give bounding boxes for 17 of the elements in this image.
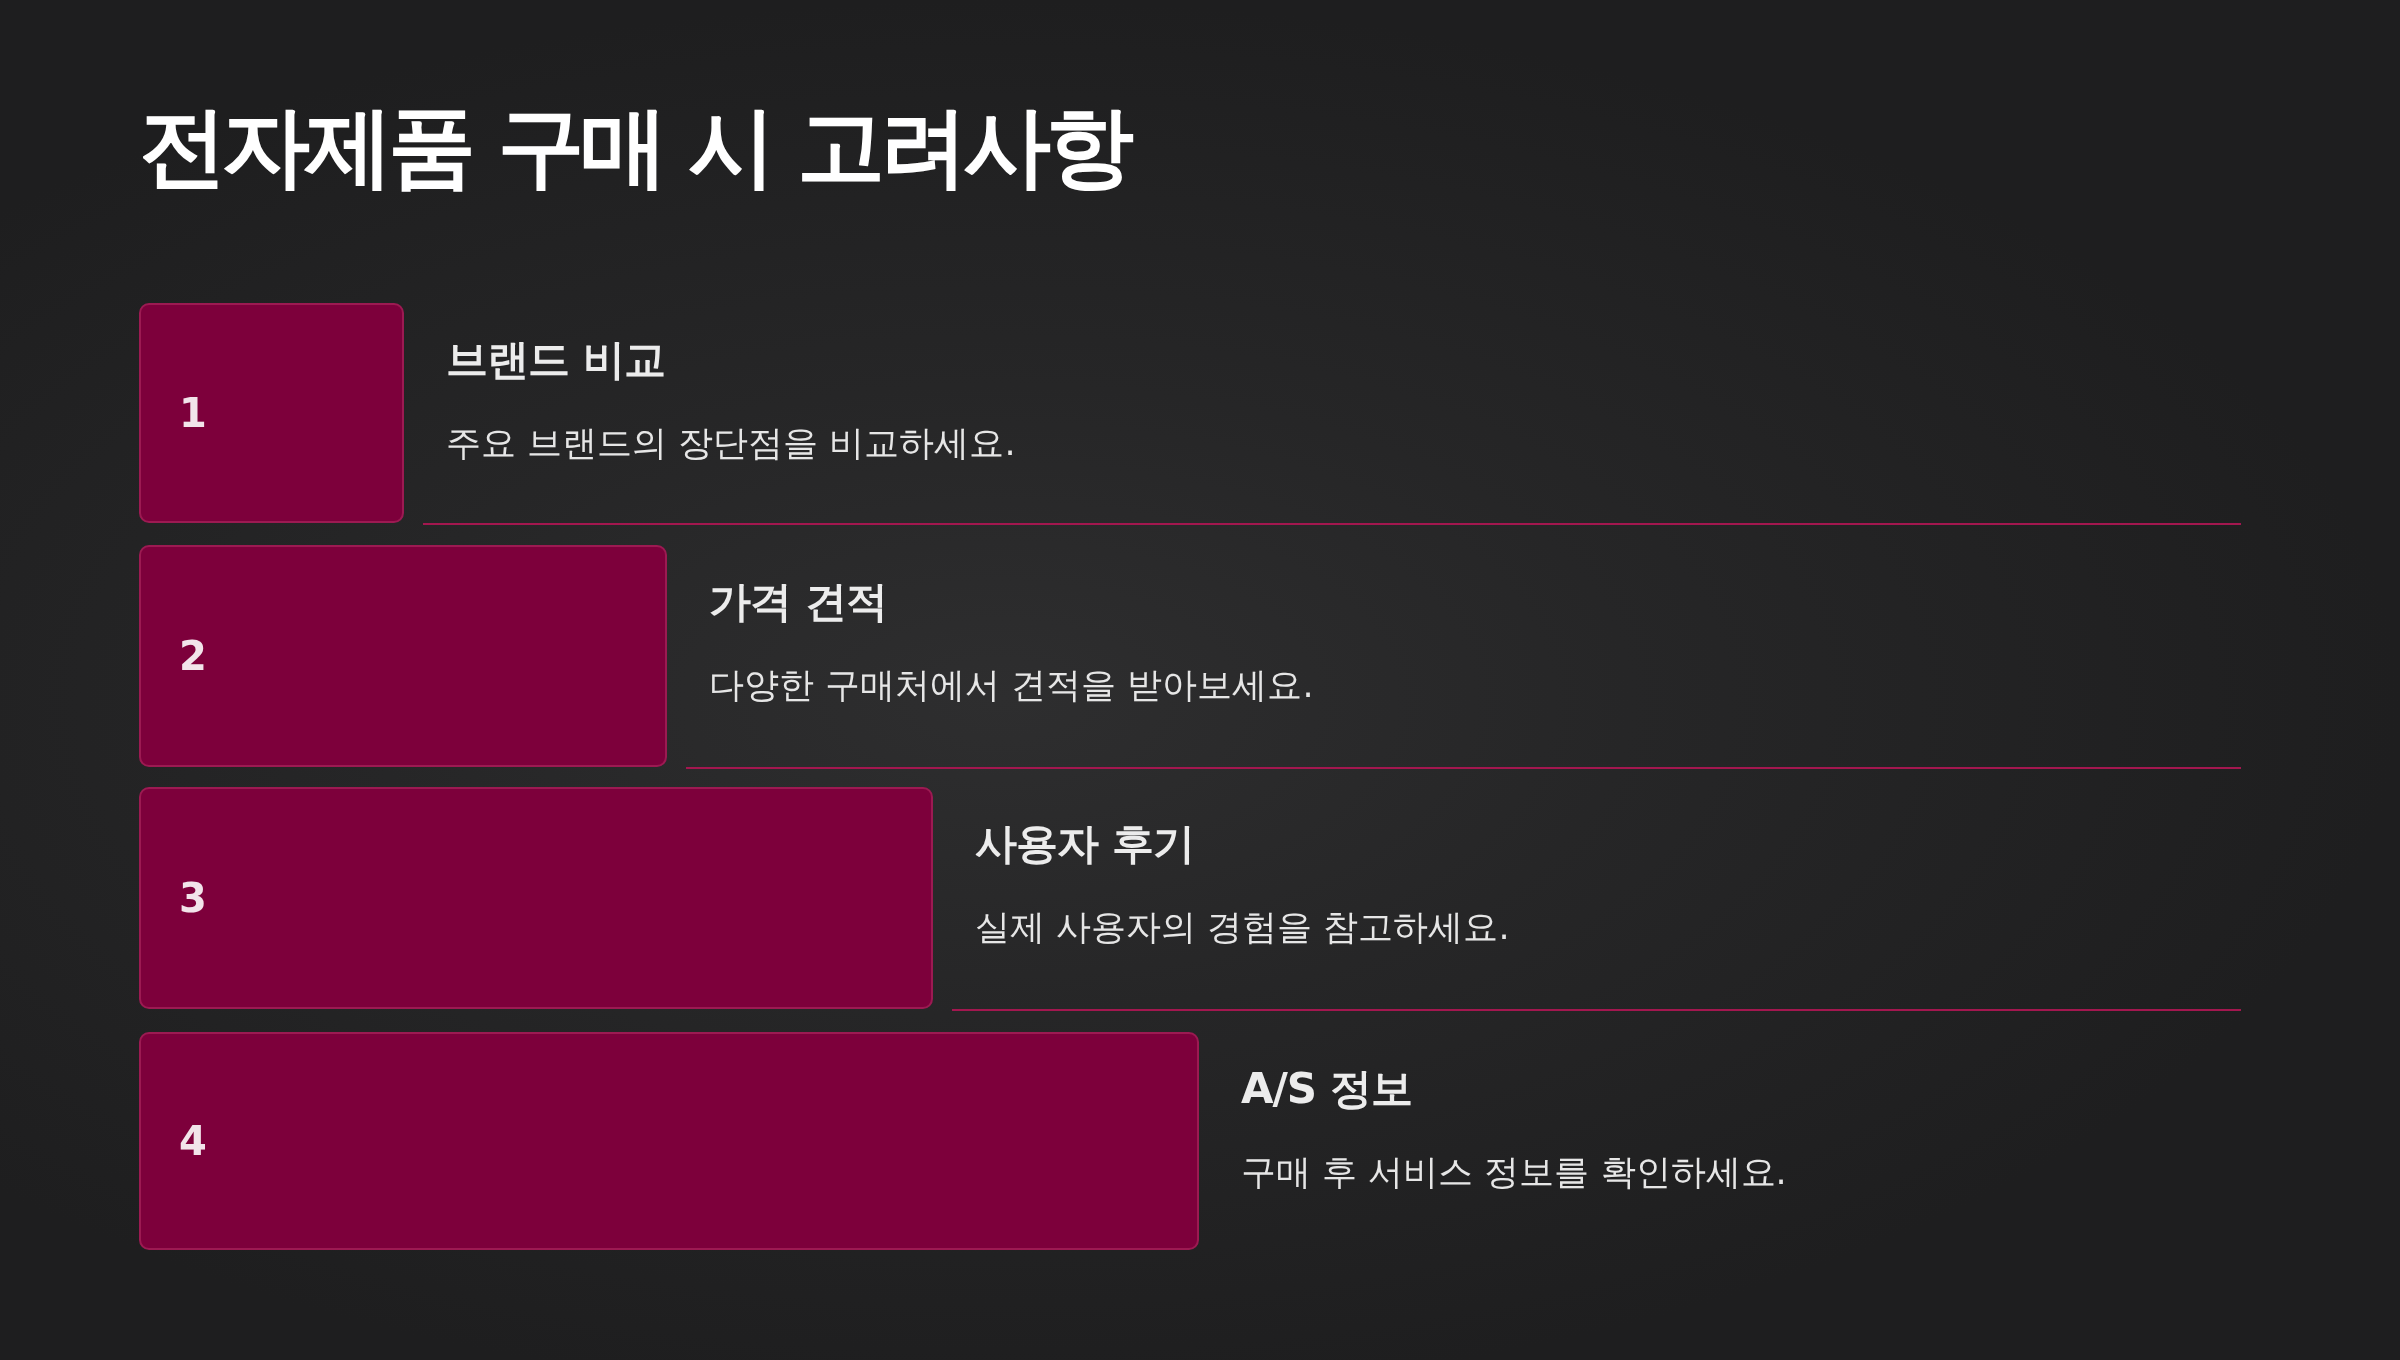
step-number: 3 bbox=[179, 876, 207, 920]
step-heading: 브랜드 비교 bbox=[446, 335, 666, 386]
step-heading: 가격 견적 bbox=[709, 577, 888, 628]
step-description: 실제 사용자의 경험을 참고하세요. bbox=[975, 906, 1510, 948]
step-card bbox=[139, 1032, 1199, 1250]
step-card bbox=[139, 303, 404, 523]
step-card bbox=[139, 545, 667, 767]
step-description: 주요 브랜드의 장단점을 비교하세요. bbox=[446, 422, 1016, 464]
step-number: 1 bbox=[179, 391, 207, 435]
step-heading: A/S 정보 bbox=[1241, 1064, 1413, 1115]
step-description: 다양한 구매처에서 견적을 받아보세요. bbox=[709, 664, 1314, 706]
step-card bbox=[139, 787, 933, 1009]
title: 전자제품 구매 시 고려사항 bbox=[139, 94, 1131, 200]
step-number: 2 bbox=[179, 634, 207, 678]
step-description: 구매 후 서비스 정보를 확인하세요. bbox=[1241, 1151, 1787, 1193]
step-number: 4 bbox=[179, 1119, 207, 1163]
step-heading: 사용자 후기 bbox=[975, 819, 1195, 870]
